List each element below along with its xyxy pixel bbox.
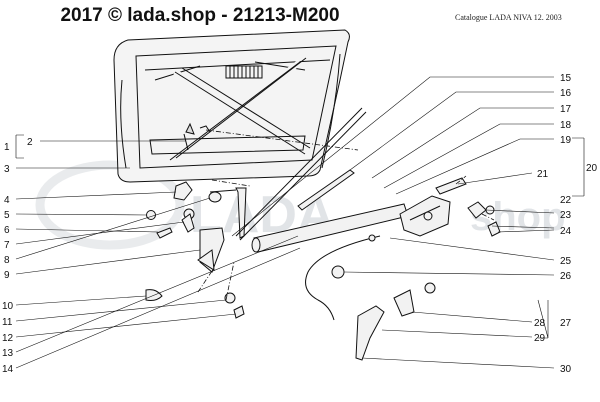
leader-lines: [15, 76, 585, 369]
callout-14: 14: [2, 364, 14, 375]
callouts-right: 15 16 17 18 19 20 21 22 23 24 25 26 27 2…: [534, 73, 598, 375]
callout-22: 22: [560, 195, 572, 206]
assembly-lines: [197, 129, 495, 301]
callout-6: 6: [4, 225, 10, 236]
callout-11: 11: [2, 317, 13, 328]
callout-12: 12: [2, 333, 14, 344]
callout-19: 19: [560, 135, 572, 146]
callout-25: 25: [560, 256, 572, 267]
callout-13: 13: [2, 348, 14, 359]
callout-1: 1: [4, 142, 10, 153]
callout-29: 29: [534, 333, 546, 344]
callout-10: 10: [2, 301, 14, 312]
callouts-left: 1 2 3 4 5 6 7 8 9 10 11 12 13 14: [2, 137, 33, 375]
callout-2: 2: [27, 137, 33, 148]
callout-17: 17: [560, 104, 572, 115]
catalogue-label: Catalogue LADA NIVA 12. 2003: [455, 13, 562, 22]
callout-20: 20: [586, 163, 598, 174]
callout-28: 28: [534, 318, 546, 329]
callout-21: 21: [537, 169, 549, 180]
page-title: 2017 © lada.shop - 21213-M200: [60, 5, 340, 26]
release-cable: [305, 234, 381, 321]
callout-15: 15: [560, 73, 572, 84]
release-lever-parts: [145, 282, 436, 361]
callout-18: 18: [560, 120, 572, 131]
callout-3: 3: [4, 164, 10, 175]
callout-27: 27: [560, 318, 572, 329]
callout-30: 30: [560, 364, 572, 375]
hood-vent-grille: [225, 65, 263, 79]
callout-16: 16: [560, 88, 572, 99]
callout-8: 8: [4, 255, 10, 266]
callout-4: 4: [4, 195, 10, 206]
hood-panel: [113, 29, 350, 183]
callout-26: 26: [560, 271, 572, 282]
hood-stay-rod: [183, 122, 247, 239]
callout-9: 9: [4, 270, 10, 281]
hood-prop-rod: [235, 107, 367, 241]
callout-23: 23: [560, 210, 572, 221]
watermark-suffix: shop: [470, 195, 566, 239]
callout-7: 7: [4, 240, 10, 251]
callout-5: 5: [4, 210, 10, 221]
callout-24: 24: [560, 226, 572, 237]
